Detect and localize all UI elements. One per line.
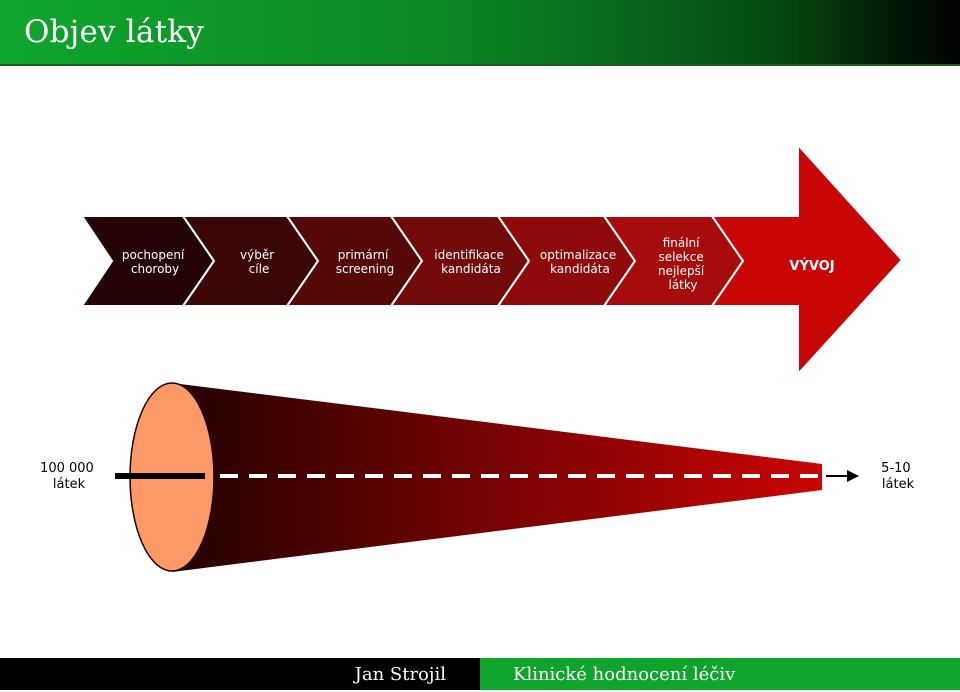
development-arrow (710, 142, 904, 377)
compound-funnel (115, 382, 859, 572)
title-bar: Objev látky (0, 0, 960, 66)
footer-author: Jan Strojil (0, 658, 480, 690)
development-arrow-label: VÝVOJ (789, 258, 834, 274)
slide-title: Objev látky (24, 14, 204, 50)
stage-5-label: optimalizace kandidáta (540, 248, 620, 276)
footer: Jan Strojil Klinické hodnocení léčiv (0, 658, 960, 690)
arrowhead-icon (847, 470, 859, 482)
end-count-label: 5-10 látek (881, 461, 915, 492)
stage-3-label: primární screening (336, 248, 394, 276)
stage-1-label: pochopení choroby (122, 248, 188, 276)
pipeline: pochopení choroby výběr cíle primární sc… (80, 142, 904, 377)
footer-course: Klinické hodnocení léčiv (480, 658, 960, 690)
stage-2-label: výběr cíle (240, 248, 278, 276)
start-count-label: 100 000 látek (40, 461, 98, 492)
stage-6-label: finální selekce nejlepší látky (658, 236, 708, 292)
stage-4-label: identifikace kandidáta (434, 248, 507, 276)
